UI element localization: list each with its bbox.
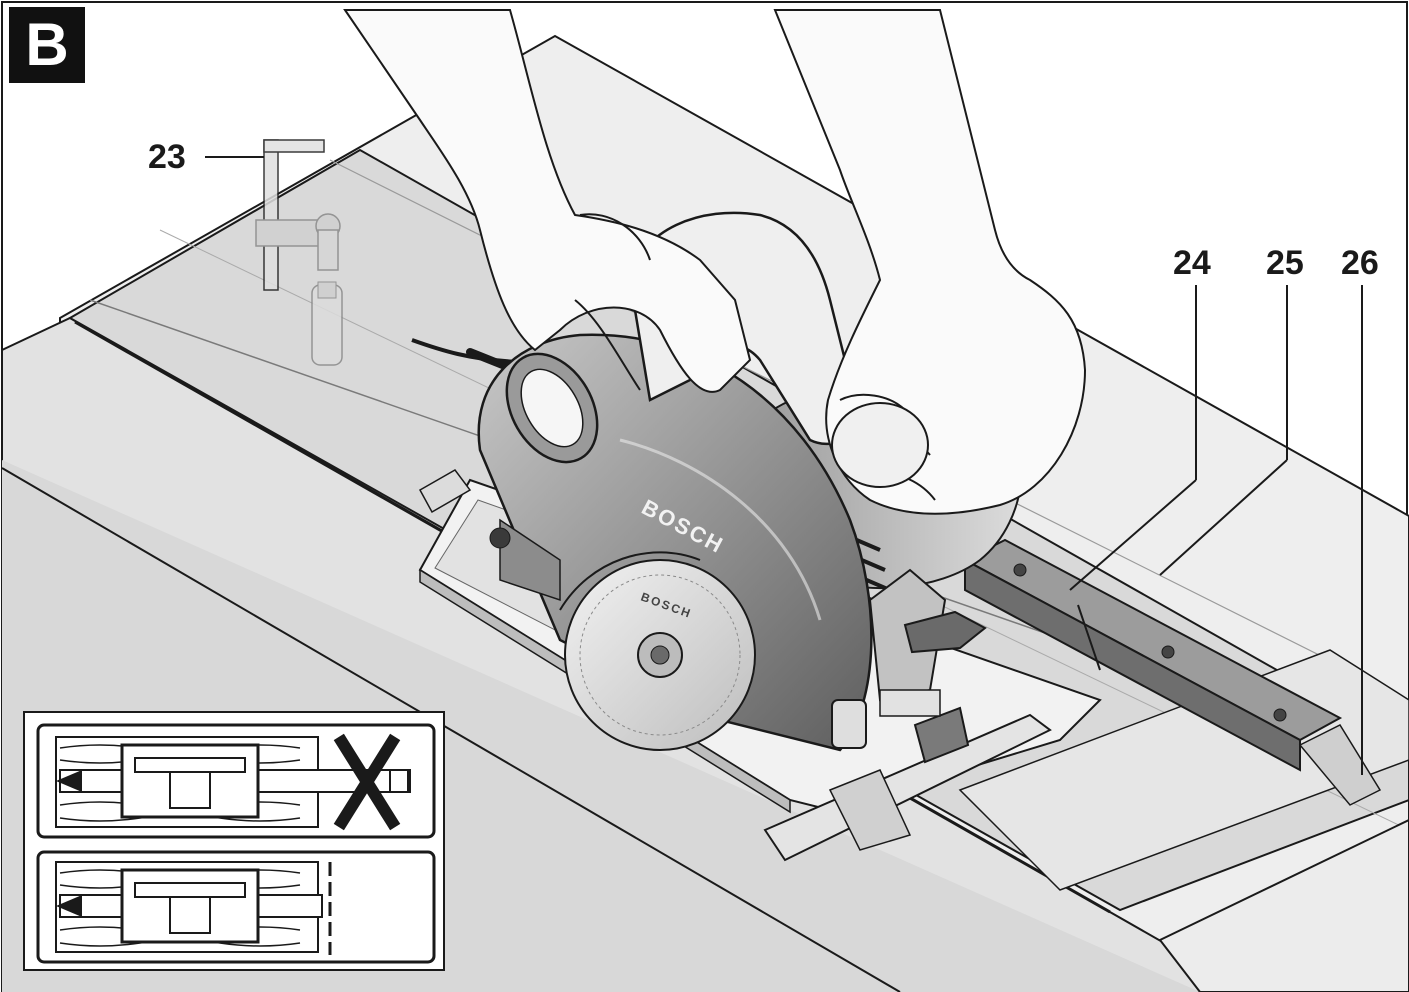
- left-hand: [343, 9, 752, 393]
- inset-panel-incorrect: [36, 723, 436, 839]
- callout-24: 24: [1173, 244, 1211, 282]
- leader-25-diagonal: [1159, 459, 1288, 576]
- leader-24-diagonal: [1069, 479, 1197, 591]
- figure-letter-badge: B: [9, 7, 85, 83]
- callout-26: 26: [1341, 244, 1379, 282]
- incorrect-x-icon: [333, 733, 401, 831]
- callout-leaders: [205, 156, 1363, 775]
- callout-23: 23: [148, 138, 186, 176]
- saw-blade: BOSCH: [559, 551, 756, 751]
- figure-letter: B: [25, 11, 69, 78]
- inset-clamp-diagram: [23, 711, 445, 971]
- right-hand: [773, 9, 1087, 515]
- callout-25: 25: [1266, 244, 1304, 282]
- screw-clamp: [255, 139, 343, 366]
- rail-connector: [962, 538, 1382, 806]
- inset-panel-correct: [36, 850, 436, 964]
